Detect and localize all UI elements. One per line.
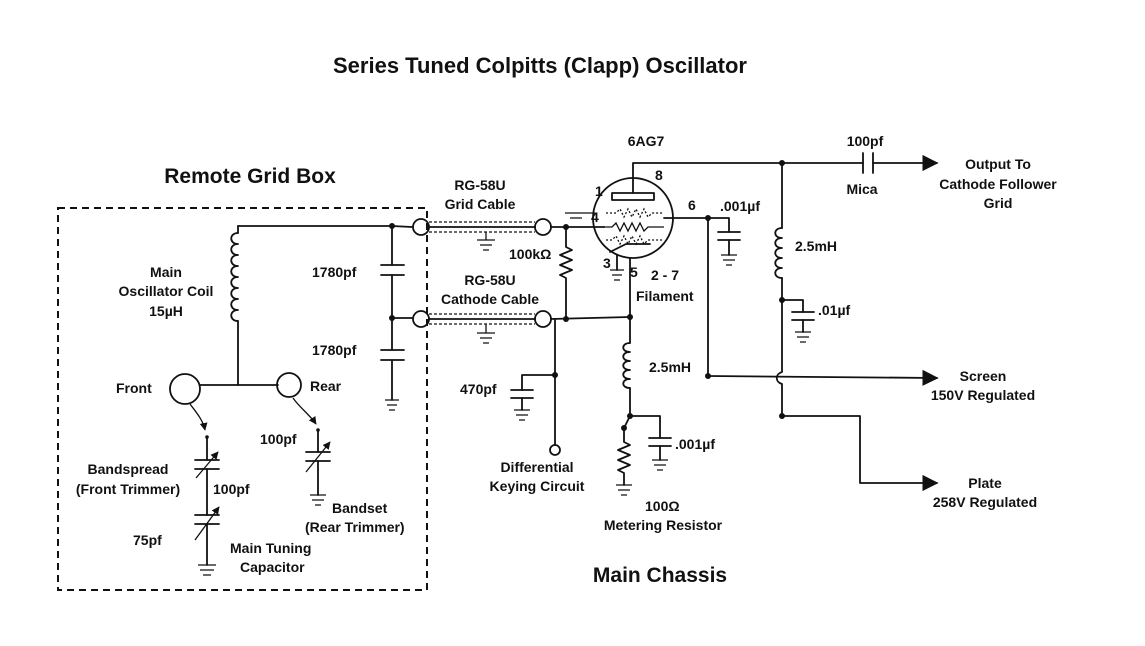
filament-label: Filament xyxy=(636,288,694,304)
coil-label-line3: 15µH xyxy=(149,303,183,319)
rear-label: Rear xyxy=(310,378,342,394)
keying-terminal xyxy=(549,444,561,456)
front-label: Front xyxy=(116,380,152,396)
plate-bypass-label: .01µf xyxy=(818,302,851,318)
divider-cap-lower-label: 1780pf xyxy=(312,342,357,358)
remote-grid-box-outline xyxy=(57,207,428,591)
keying-capacitor xyxy=(510,374,556,421)
bandset-label-line1: Bandset xyxy=(332,500,388,516)
screen-supply-line1: Screen xyxy=(960,368,1007,384)
grid-resistor-label: 100kΩ xyxy=(509,246,551,262)
main-tuning-value: 75pf xyxy=(133,532,162,548)
coil-label-line1: Main xyxy=(150,264,182,280)
pin-1: 1 xyxy=(595,183,603,199)
grid-cable xyxy=(412,218,552,251)
bandset-label-line2: (Rear Trimmer) xyxy=(305,519,405,535)
remote-grid-box-heading: Remote Grid Box xyxy=(164,165,336,188)
keying-label-line2: Keying Circuit xyxy=(490,478,585,494)
coil-label-line2: Oscillator Coil xyxy=(119,283,214,299)
screen-supply-line2: 150V Regulated xyxy=(931,387,1035,403)
screen-bypass-label: .001µf xyxy=(720,198,760,214)
bandspread-value: 100pf xyxy=(213,481,250,497)
pin-3: 3 xyxy=(603,255,611,271)
grid-line-remote xyxy=(237,225,413,228)
bandset-trimmer xyxy=(305,428,331,506)
plate-supply-line2: 258V Regulated xyxy=(933,494,1037,510)
grid-resistor xyxy=(559,226,573,321)
metering-resistor xyxy=(616,415,632,496)
bandspread-trimmer xyxy=(194,435,220,576)
main-oscillator-coil xyxy=(230,225,239,386)
output-label-line1: Output To xyxy=(965,156,1031,172)
cathode-cable xyxy=(412,310,552,344)
keying-cap-label: 470pf xyxy=(460,381,497,397)
filament-pins: 2 - 7 xyxy=(651,267,679,283)
grid-cable-label-line2: Grid Cable xyxy=(445,196,516,212)
main-tuning-label-line1: Main Tuning xyxy=(230,540,311,556)
keying-label-line1: Differential xyxy=(500,459,573,475)
meter-bypass-label: .001µf xyxy=(675,436,715,452)
diagram-title: Series Tuned Colpitts (Clapp) Oscillator xyxy=(333,53,747,78)
tube-6ag7 xyxy=(592,177,674,259)
pin-6: 6 xyxy=(688,197,696,213)
divider-capacitors xyxy=(380,225,405,411)
grid-cable-label-line1: RG-58U xyxy=(454,177,505,193)
meter-resistor-label: Metering Resistor xyxy=(604,517,723,533)
plate-choke xyxy=(774,162,783,301)
output-cap-type: Mica xyxy=(846,181,877,197)
main-tuning-label-line2: Capacitor xyxy=(240,559,305,575)
main-chassis-heading: Main Chassis xyxy=(593,564,727,587)
cathode-choke-label: 2.5mH xyxy=(649,359,691,375)
plate-choke-label: 2.5mH xyxy=(795,238,837,254)
output-cap-value: 100pf xyxy=(847,133,884,149)
cathode-cable-label-line2: Cathode Cable xyxy=(441,291,539,307)
front-switch-knob xyxy=(169,373,201,405)
output-label-line3: Grid xyxy=(984,195,1013,211)
cathode-cable-label-line1: RG-58U xyxy=(464,272,515,288)
bandspread-label-line1: Bandspread xyxy=(88,461,169,477)
pin-5: 5 xyxy=(630,264,638,280)
rear-switch-knob xyxy=(276,372,302,398)
pin-8: 8 xyxy=(655,167,663,183)
bandset-value: 100pf xyxy=(260,431,297,447)
meter-resistor-value: 100Ω xyxy=(645,498,680,514)
output-label-line2: Cathode Follower xyxy=(939,176,1057,192)
bandspread-label-line2: (Front Trimmer) xyxy=(76,481,180,497)
tube-label: 6AG7 xyxy=(628,133,665,149)
cathode-choke xyxy=(622,316,631,417)
divider-cap-upper-label: 1780pf xyxy=(312,264,357,280)
plate-supply-line1: Plate xyxy=(968,475,1002,491)
pin-4: 4 xyxy=(591,209,599,225)
